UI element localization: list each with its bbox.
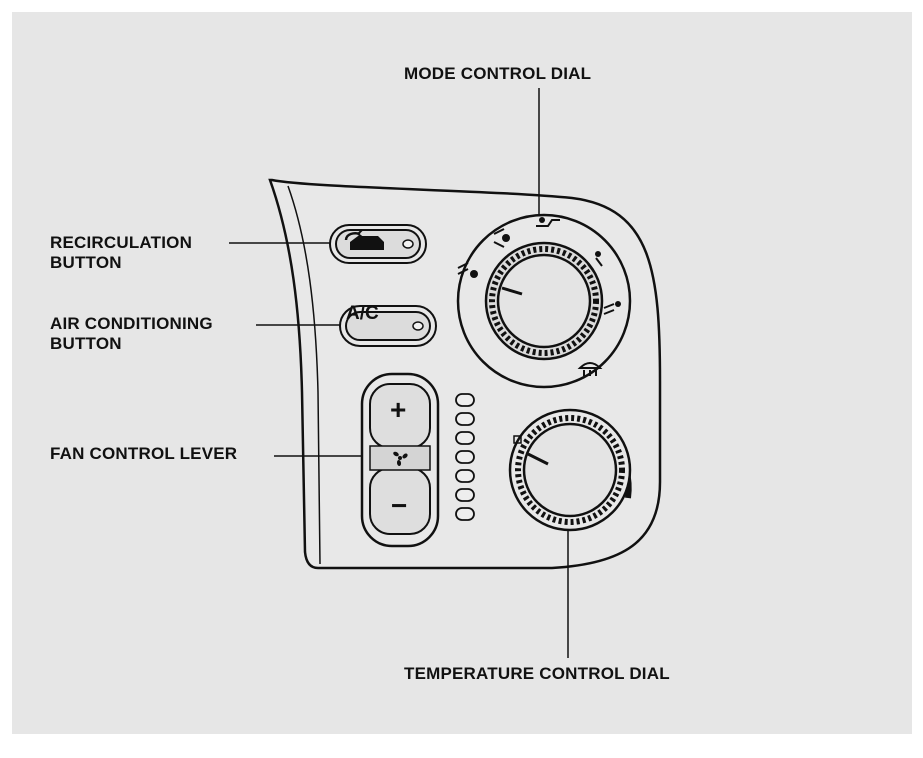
fan-plus-symbol: +: [390, 394, 407, 425]
recirculation-label-line1: RECIRCULATION: [50, 233, 193, 252]
fan-speed-indicator: [455, 431, 475, 445]
cold-marker: [513, 435, 522, 444]
vent-mode-icon: [457, 262, 478, 278]
fan-minus-symbol: −: [391, 490, 408, 521]
ac-label-line2: BUTTON: [50, 334, 122, 353]
fan-speed-indicator: [455, 507, 475, 521]
recirculation-button[interactable]: [329, 224, 427, 264]
floor-defrost-alt-icon: [603, 301, 621, 315]
air-conditioning-button[interactable]: [339, 305, 437, 347]
mode-control-dial[interactable]: [456, 213, 632, 389]
recirculation-button-label: RECIRCULATION BUTTON: [50, 233, 192, 273]
floor-defrost-mode-icon: [587, 251, 603, 273]
ac-label-line1: AIR CONDITIONING: [50, 314, 213, 333]
fan-control-lever-label: FAN CONTROL LEVER: [50, 444, 238, 463]
diagram-canvas: MODE CONTROL DIAL RECIRCULATION BUTTON A…: [12, 12, 912, 734]
fan-icon: [393, 451, 408, 466]
fan-speed-indicator: [455, 469, 475, 483]
control-panel-drawing: [229, 88, 662, 658]
floor-mode-icon: [536, 217, 560, 227]
fan-speed-indicator: [455, 393, 475, 407]
ac-indicator-light: [412, 321, 424, 331]
recirculation-indicator-light: [402, 239, 414, 249]
bilevel-mode-icon: [493, 228, 510, 248]
temperature-control-dial[interactable]: [508, 408, 632, 532]
air-conditioning-button-label: AIR CONDITIONING BUTTON: [50, 314, 213, 354]
recirculation-label-line2: BUTTON: [50, 253, 122, 272]
mode-control-dial-label: MODE CONTROL DIAL: [404, 64, 592, 83]
ac-button-text: A/C: [346, 303, 379, 324]
temperature-control-dial-label: TEMPERATURE CONTROL DIAL: [404, 664, 670, 683]
fan-speed-indicator: [455, 488, 475, 502]
fan-speed-indicators: [455, 393, 475, 521]
car-recirculation-icon: [344, 229, 384, 250]
fan-speed-indicator: [455, 412, 475, 426]
fan-speed-indicator: [455, 450, 475, 464]
defrost-icon: [577, 362, 603, 376]
fan-control-lever[interactable]: [360, 372, 440, 548]
